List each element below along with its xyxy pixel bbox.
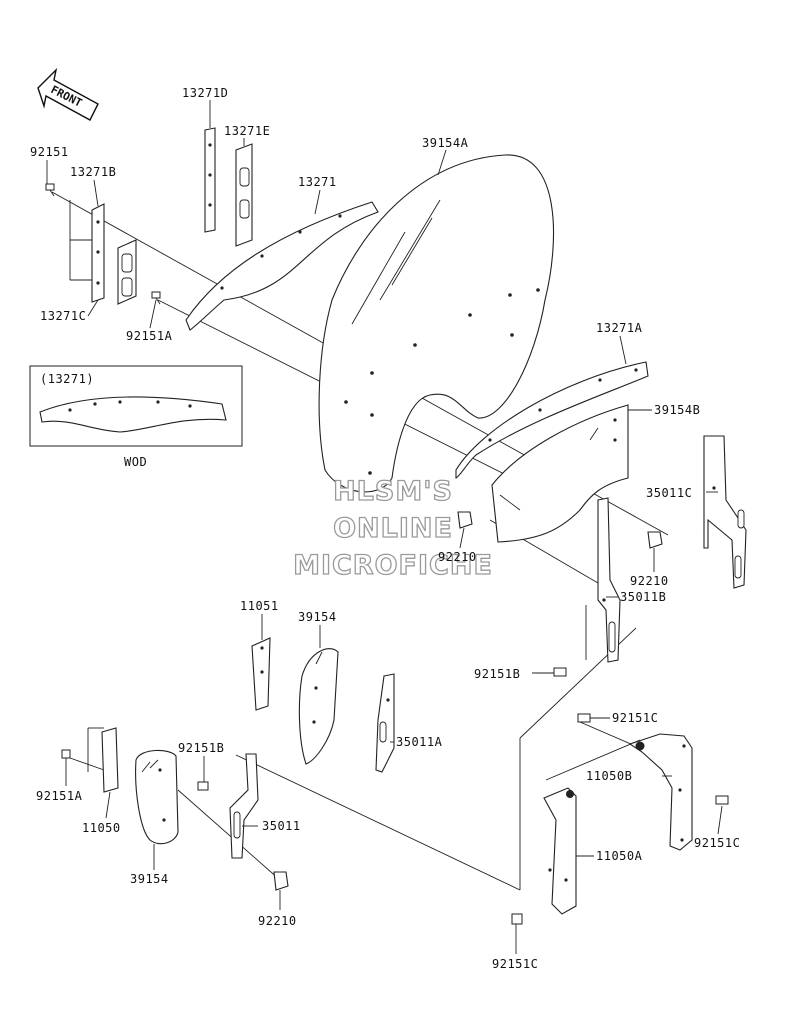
label-92151C-right: 92151C [694, 836, 740, 850]
trim-13271 [185, 201, 379, 331]
label-13271: 13271 [298, 175, 337, 189]
label-leaders [46, 100, 723, 954]
inset-caption: WOD [124, 455, 147, 469]
screw-92151C-bottom [511, 913, 523, 925]
label-35011A: 35011A [396, 735, 443, 749]
label-92151-top: 92151 [30, 145, 69, 159]
label-35011B: 35011B [620, 590, 666, 604]
screw-92151-top [45, 183, 55, 197]
screw-92151B-left [197, 781, 209, 791]
screw-92151B-right [553, 667, 567, 677]
screw-92151C-right [715, 795, 729, 805]
inset-box [29, 365, 243, 447]
watermark-line1: HLSM'S [333, 476, 453, 507]
label-92151A-left: 92151A [36, 789, 83, 803]
label-92210-low: 92210 [258, 914, 297, 928]
pad-13271D [204, 127, 216, 233]
watermark-line2: ONLINE [333, 513, 453, 544]
pad-11050 [101, 727, 119, 793]
label-13271D: 13271D [182, 86, 228, 100]
label-39154-mid: 39154 [298, 610, 337, 624]
nut-92210-right [647, 531, 663, 549]
label-92151B-left: 92151B [178, 741, 224, 755]
screw-92151A-top [151, 291, 161, 305]
pane-11051 [251, 637, 271, 711]
label-39154-low: 39154 [130, 872, 169, 886]
windshield-39154A [318, 154, 555, 493]
pad-13271B [91, 203, 105, 303]
label-11050: 11050 [82, 821, 121, 835]
label-92210-left: 92210 [438, 550, 477, 564]
label-92210-right: 92210 [630, 574, 669, 588]
bracket-35011B [597, 497, 621, 663]
trim-13271A [455, 361, 649, 479]
front-arrow: FRONT [37, 67, 99, 121]
pane-39154-mid [298, 648, 339, 765]
nut-92210-low [273, 871, 289, 891]
label-92151C-top: 92151C [612, 711, 658, 725]
label-13271B: 13271B [70, 165, 116, 179]
label-35011C: 35011C [646, 486, 692, 500]
windshield-39154B [491, 404, 629, 543]
watermark: HLSM'S ONLINE MICROFICHE [292, 475, 493, 581]
nut-92210-left [457, 511, 473, 529]
part-labels: 13271D 13271E 92151 13271B 13271 39154A … [30, 86, 740, 971]
screw-92151C-top [577, 713, 591, 723]
label-35011: 35011 [262, 819, 301, 833]
pad-13271C [117, 239, 137, 305]
pad-13271E [235, 143, 253, 247]
label-11050B: 11050B [586, 769, 632, 783]
label-11050A: 11050A [596, 849, 643, 863]
label-11051: 11051 [240, 599, 279, 613]
bracket-35011C [703, 435, 747, 589]
label-92151B-right: 92151B [474, 667, 520, 681]
label-13271E: 13271E [224, 124, 270, 138]
inset-title: (13271) [40, 372, 94, 386]
label-92151C-bottom: 92151C [492, 957, 538, 971]
pane-39154-low [135, 749, 179, 845]
label-13271A: 13271A [596, 321, 643, 335]
screw-92151A-left [61, 749, 71, 759]
bracket-35011A [375, 673, 395, 773]
label-39154B: 39154B [654, 403, 700, 417]
bracket-11050B [628, 733, 693, 851]
watermark-line3: MICROFICHE [293, 550, 493, 581]
label-13271C: 13271C [40, 309, 86, 323]
bracket-11050A [543, 787, 577, 915]
bracket-35011 [229, 753, 259, 859]
label-39154A: 39154A [422, 136, 469, 150]
label-92151A-top: 92151A [126, 329, 173, 343]
